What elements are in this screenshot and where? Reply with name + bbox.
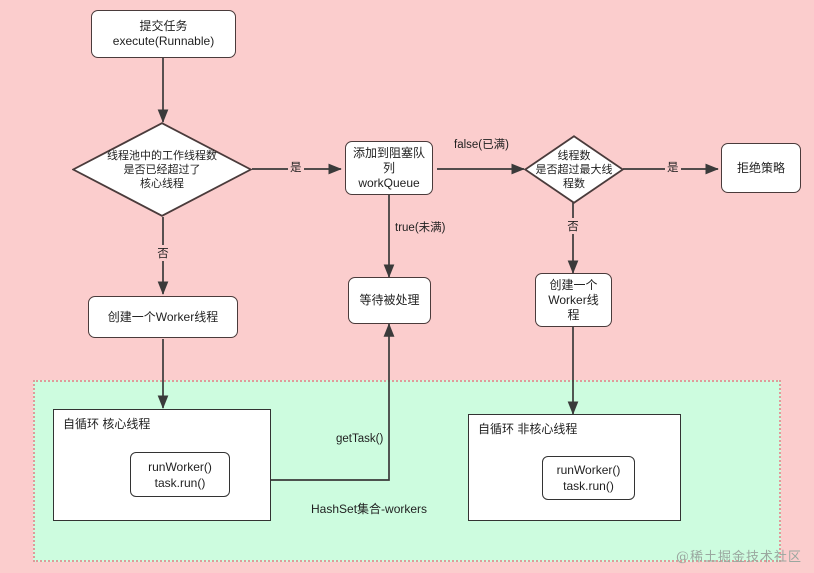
edge-label-get-task: getTask() — [334, 432, 386, 446]
wait-process-label: 等待被处理 — [359, 293, 420, 307]
node-submit-task[interactable]: 提交任务 execute(Runnable) — [91, 10, 236, 58]
group-noncore-thread-loop[interactable]: 自循环 非核心线程 runWorker() task.run() — [468, 414, 681, 521]
node-reject-policy[interactable]: 拒绝策略 — [721, 143, 801, 193]
add-to-queue-line2: 列 — [382, 160, 395, 175]
node-decision-core-threads[interactable]: 线程池中的工作线程数 是否已经超过了 核心线程 — [72, 122, 252, 217]
run-worker-core-line2: task.run() — [154, 475, 206, 490]
create-worker-right-line2: Worker线 — [548, 292, 599, 307]
group-core-thread-loop[interactable]: 自循环 核心线程 runWorker() task.run() — [53, 409, 271, 521]
edge-label-queue-true: true(未满) — [393, 221, 448, 235]
node-add-to-blocking-queue[interactable]: 添加到阻塞队 列 workQueue — [345, 141, 433, 195]
add-to-queue-line1: 添加到阻塞队 — [352, 145, 425, 160]
node-create-worker-right[interactable]: 创建一个 Worker线 程 — [535, 273, 612, 327]
group-noncore-title: 自循环 非核心线程 — [478, 422, 578, 436]
node-run-worker-noncore[interactable]: runWorker() task.run() — [542, 456, 635, 500]
edge-label-yes-to-reject: 是 — [665, 161, 681, 175]
edge-gettask-to-wait — [230, 323, 395, 481]
diamond-shape — [72, 122, 252, 217]
edge-label-no-to-create-worker: 否 — [155, 245, 169, 261]
run-worker-noncore-line2: task.run() — [563, 479, 614, 493]
submit-task-line1: 提交任务 — [139, 19, 188, 33]
group-core-title: 自循环 核心线程 — [63, 417, 151, 431]
create-worker-right-line1: 创建一个 — [549, 277, 598, 292]
edge-label-no-to-create-worker-right: 否 — [565, 218, 579, 234]
reject-policy-label: 拒绝策略 — [736, 160, 785, 175]
node-wait-to-be-processed[interactable]: 等待被处理 — [348, 277, 431, 324]
create-worker-left-label: 创建一个Worker线程 — [107, 309, 219, 324]
node-decision-max-threads[interactable]: 线程数 是否超过最大线 程数 — [524, 135, 624, 204]
run-worker-noncore-line1: runWorker() — [556, 463, 621, 477]
add-to-queue-line3: workQueue — [358, 175, 420, 190]
edge-label-queue-false: false(已满) — [452, 138, 511, 152]
node-run-worker-core[interactable]: runWorker() task.run() — [130, 452, 230, 497]
node-create-worker-left[interactable]: 创建一个Worker线程 — [88, 296, 238, 338]
run-worker-core-line1: runWorker() — [148, 459, 212, 474]
diamond-shape — [524, 135, 624, 204]
caption-workers-set: HashSet集合-workers — [311, 502, 428, 516]
submit-task-line2: execute(Runnable) — [112, 34, 215, 48]
create-worker-right-line3: 程 — [567, 307, 580, 322]
edge-label-yes-to-queue: 是 — [288, 161, 304, 175]
watermark: @稀土掘金技术社区 — [675, 550, 802, 565]
